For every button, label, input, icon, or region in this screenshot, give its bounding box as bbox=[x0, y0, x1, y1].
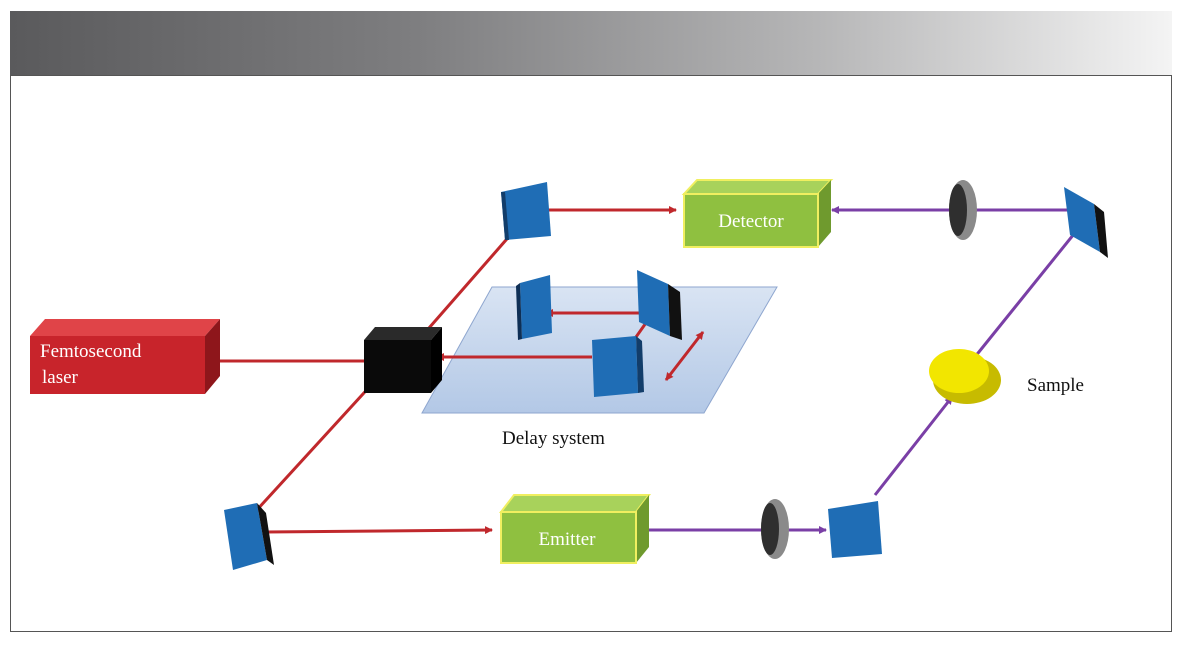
emitter-label: Emitter bbox=[539, 529, 597, 550]
femtosecond-laser: Femtosecond laser bbox=[30, 319, 220, 394]
emitter: Emitter bbox=[498, 494, 652, 564]
laser-label-line1: Femtosecond bbox=[40, 341, 142, 362]
detector: Detector bbox=[681, 179, 834, 248]
mirror-bottom-right bbox=[828, 501, 882, 558]
sample-label: Sample bbox=[1027, 375, 1084, 396]
beam-to-emitter bbox=[265, 526, 493, 535]
mirror-delay-right bbox=[637, 270, 682, 340]
header-bar bbox=[10, 11, 1172, 75]
mirror-bottom-left bbox=[224, 503, 274, 570]
thz-beams bbox=[648, 206, 1084, 534]
mirror-top-right bbox=[1064, 187, 1108, 258]
thz-mirror-to-sample bbox=[873, 396, 954, 496]
thz-sample-to-mirror bbox=[964, 223, 1084, 369]
beam-splitter-to-mirror-bottom bbox=[253, 369, 386, 514]
sample bbox=[929, 349, 1001, 404]
laser-label-line2: laser bbox=[42, 367, 79, 388]
mirror-top-left bbox=[501, 182, 551, 240]
delay-motion-arrow bbox=[664, 331, 705, 381]
beam-splitter bbox=[364, 327, 442, 393]
delay-system-label: Delay system bbox=[502, 428, 605, 449]
mirror-delay-left bbox=[516, 275, 552, 340]
detector-label: Detector bbox=[718, 211, 784, 232]
beam-splitter-to-mirror-top bbox=[413, 223, 522, 345]
lens-emitter bbox=[761, 499, 789, 559]
mirror-delay-movable bbox=[592, 336, 644, 397]
lens-detector bbox=[949, 180, 977, 240]
